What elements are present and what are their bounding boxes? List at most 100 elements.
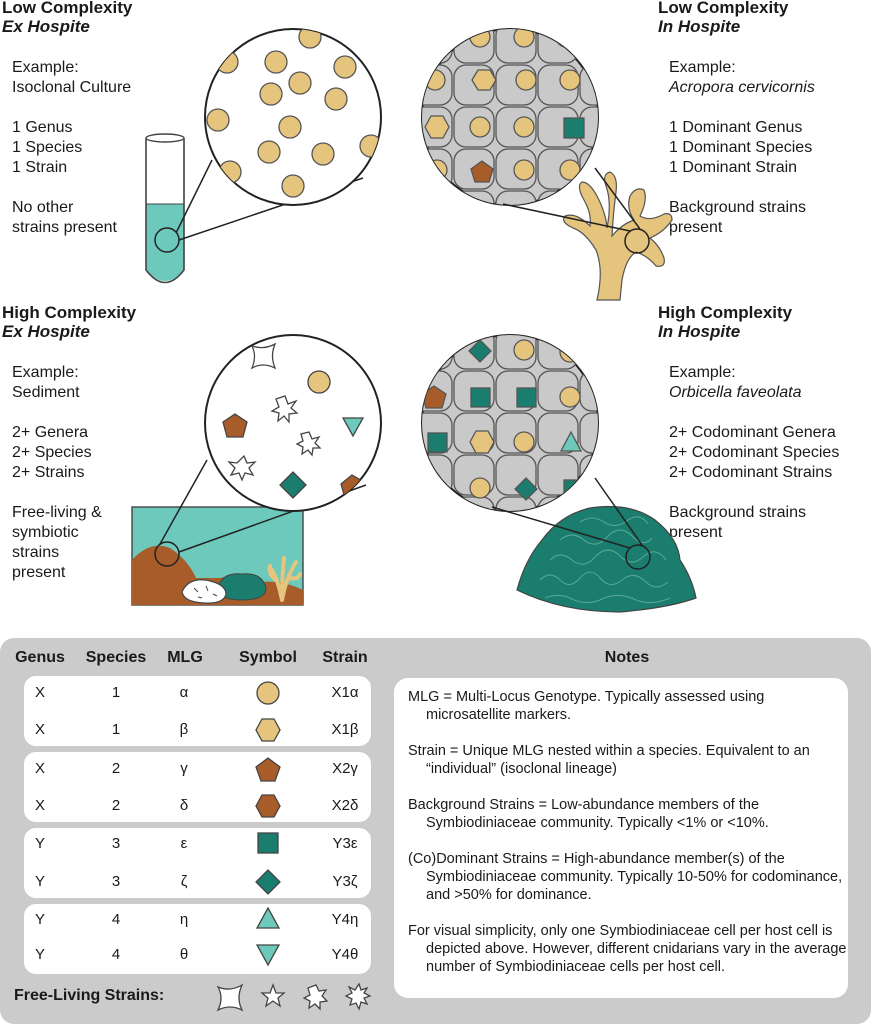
square-icon bbox=[257, 832, 279, 854]
staghorn-coral-icon bbox=[502, 167, 673, 301]
q3-line: 2+ Strains bbox=[12, 464, 85, 481]
q2-line: 1 Dominant Genus bbox=[669, 119, 803, 136]
legend-header-symbol: Symbol bbox=[239, 649, 297, 666]
circle-icon bbox=[288, 71, 312, 95]
pentagon-icon bbox=[255, 757, 281, 782]
q2-footer: Background strains bbox=[669, 199, 806, 216]
square-icon bbox=[563, 479, 584, 500]
q4-title: High Complexity bbox=[658, 303, 793, 322]
q4-line: 2+ Codominant Genera bbox=[669, 424, 836, 441]
legend-species: 2 bbox=[111, 797, 121, 814]
legend-species: 2 bbox=[111, 760, 121, 777]
circle-icon bbox=[264, 50, 288, 74]
test-tube-icon bbox=[145, 133, 364, 284]
square-icon bbox=[516, 387, 537, 408]
legend-header-strain: Strain bbox=[322, 649, 368, 666]
q4-line: 2+ Codominant Species bbox=[669, 444, 840, 461]
q1-footer: No other bbox=[12, 199, 74, 216]
triangle-down-icon bbox=[255, 944, 281, 967]
legend-header-species: Species bbox=[85, 649, 147, 666]
note-item: For visual simplicity, only one Symbiodi… bbox=[408, 923, 847, 975]
magnified-host-tissue-high bbox=[421, 334, 599, 512]
q1-footer: strains present bbox=[12, 219, 117, 236]
q2-line: 1 Dominant Species bbox=[669, 139, 813, 156]
square-icon bbox=[563, 117, 585, 139]
diamond-icon bbox=[468, 339, 492, 363]
hexagon-icon bbox=[255, 718, 281, 742]
legend-mlg: θ bbox=[179, 946, 189, 963]
square-icon bbox=[470, 387, 491, 408]
q3-line: 2+ Species bbox=[12, 444, 92, 461]
q3-footer: Free-living & bbox=[12, 504, 102, 521]
legend-mlg: β bbox=[179, 721, 189, 738]
circle-icon bbox=[311, 142, 335, 166]
legend-mlg: ζ bbox=[180, 873, 188, 890]
legend-mlg: δ bbox=[179, 797, 189, 814]
q1-line: 1 Strain bbox=[12, 159, 68, 176]
q1-example-label: Example: bbox=[12, 59, 79, 76]
legend-group-y4 bbox=[24, 904, 371, 974]
legend-species: 1 bbox=[111, 721, 121, 738]
q1-example: Isoclonal Culture bbox=[12, 79, 132, 96]
q3-example: Sediment bbox=[12, 384, 80, 401]
q3-footer: strains bbox=[12, 544, 60, 561]
free-living-star-icon bbox=[344, 982, 372, 1011]
diamond-icon bbox=[514, 477, 538, 501]
q1-title: Low Complexity bbox=[2, 0, 133, 17]
diamond-icon bbox=[255, 869, 281, 895]
square-icon bbox=[427, 432, 448, 453]
note-item: MLG = Multi-Locus Genotype. Typically as… bbox=[408, 689, 765, 723]
free-living-star-icon bbox=[260, 983, 286, 1008]
legend-strain: Y3ε bbox=[332, 835, 358, 852]
brain-coral-icon bbox=[491, 477, 697, 613]
hexagon-brown-icon bbox=[255, 794, 281, 818]
q3-line: 2+ Genera bbox=[12, 424, 89, 441]
circle-icon bbox=[307, 370, 331, 394]
q4-footer: Background strains bbox=[669, 504, 806, 521]
circle-icon bbox=[333, 55, 357, 79]
legend-header-genus: Genus bbox=[15, 649, 65, 666]
legend-species: 4 bbox=[111, 911, 121, 928]
notes-title: Notes bbox=[604, 649, 650, 666]
q4-line: 2+ Codominant Strains bbox=[669, 464, 833, 481]
q3-subtitle: Ex Hospite bbox=[2, 322, 90, 341]
legend-mlg: α bbox=[179, 684, 189, 701]
free-living-star-icon bbox=[216, 983, 244, 1012]
circle-icon bbox=[206, 108, 230, 132]
legend-mlg: ε bbox=[180, 835, 188, 852]
q3-title: High Complexity bbox=[2, 303, 137, 322]
q2-subtitle: In Hospite bbox=[658, 17, 741, 36]
legend-group-y3 bbox=[24, 828, 371, 898]
legend-header-mlg: MLG bbox=[167, 649, 203, 666]
legend-genus: X bbox=[34, 684, 45, 701]
circle-icon bbox=[215, 50, 239, 74]
circle-icon bbox=[257, 140, 281, 164]
free-living-label: Free-Living Strains: bbox=[14, 987, 165, 1004]
legend-species: 3 bbox=[111, 835, 121, 852]
circle-icon bbox=[324, 87, 348, 111]
pentagon-icon bbox=[470, 160, 494, 183]
note-item: Background Strains = Low-abundance membe… bbox=[408, 797, 769, 831]
pentagon-icon bbox=[222, 413, 248, 438]
legend-strain: Y4η bbox=[331, 911, 359, 928]
note-item: Strain = Unique MLG nested within a spec… bbox=[408, 743, 810, 777]
legend-species: 1 bbox=[111, 684, 121, 701]
legend-strain: X1β bbox=[331, 721, 359, 738]
notes-box bbox=[394, 678, 848, 998]
q4-footer: present bbox=[669, 524, 723, 541]
free-living-star-icon bbox=[302, 984, 329, 1011]
q4-subtitle: In Hospite bbox=[658, 322, 741, 341]
magnified-culture bbox=[204, 28, 382, 206]
q3-footer: symbiotic bbox=[12, 524, 79, 541]
q1-line: 1 Species bbox=[12, 139, 83, 156]
q1-line: 1 Genus bbox=[12, 119, 73, 136]
circle-icon bbox=[281, 174, 305, 198]
legend-species: 4 bbox=[111, 946, 121, 963]
q2-title: Low Complexity bbox=[658, 0, 789, 17]
note-item: (Co)Dominant Strains = High-abundance me… bbox=[408, 851, 843, 903]
q2-example-label: Example: bbox=[669, 59, 736, 76]
q1-subtitle: Ex Hospite bbox=[2, 17, 90, 36]
q3-footer: present bbox=[12, 564, 66, 581]
